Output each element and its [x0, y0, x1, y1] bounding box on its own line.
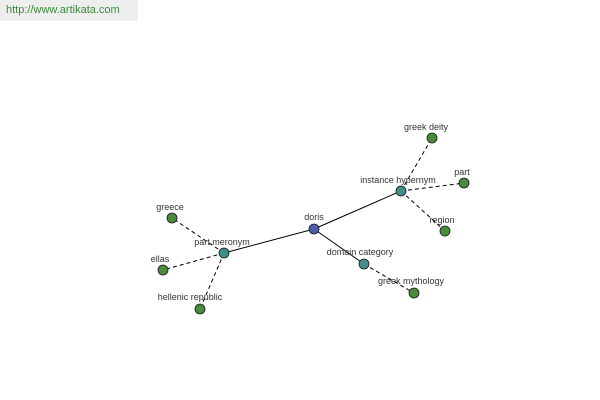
node-region[interactable]: region — [429, 215, 455, 237]
node-doris[interactable]: doris — [304, 212, 324, 235]
node-label: region — [429, 215, 454, 225]
node-marker[interactable] — [194, 303, 206, 315]
edge-doris-to-domain-category — [313, 228, 365, 265]
node-label: hellenic republic — [158, 292, 223, 302]
edge-doris-to-instance-hypernym — [313, 190, 402, 230]
site-url-link[interactable]: http://www.artikata.com — [0, 0, 138, 21]
node-marker[interactable] — [308, 223, 320, 235]
node-instance-hypernym[interactable]: instance hypernym — [360, 175, 436, 197]
node-label: part — [454, 167, 470, 177]
node-label: domain category — [327, 247, 394, 257]
node-greek-deity[interactable]: greek deity — [404, 122, 449, 144]
node-label: instance hypernym — [360, 175, 436, 185]
node-part-meronym[interactable]: part meronym — [194, 237, 250, 259]
node-label: ellas — [151, 254, 170, 264]
node-label: greek mythology — [378, 276, 445, 286]
node-greek-mythology[interactable]: greek mythology — [378, 276, 445, 299]
node-marker[interactable] — [439, 225, 451, 237]
node-marker[interactable] — [395, 185, 407, 197]
node-greece[interactable]: greece — [156, 202, 184, 224]
edge-instance-hypernym-to-region — [400, 190, 446, 232]
node-ellas[interactable]: ellas — [151, 254, 170, 276]
node-marker[interactable] — [458, 177, 470, 189]
node-label: doris — [304, 212, 324, 222]
node-label: part meronym — [194, 237, 250, 247]
node-marker[interactable] — [157, 264, 169, 276]
node-label: greek deity — [404, 122, 449, 132]
node-marker[interactable] — [166, 212, 178, 224]
edge-doris-to-part-meronym — [223, 228, 315, 254]
node-marker[interactable] — [218, 247, 230, 259]
edge-instance-hypernym-to-part — [400, 182, 465, 192]
node-marker[interactable] — [426, 132, 438, 144]
edge-part-meronym-to-greece — [171, 217, 225, 254]
node-marker[interactable] — [408, 287, 420, 299]
node-hellenic-republic[interactable]: hellenic republic — [158, 292, 223, 315]
node-marker[interactable] — [358, 258, 370, 270]
edge-instance-hypernym-to-greek-deity — [400, 137, 433, 192]
node-domain-category[interactable]: domain category — [327, 247, 394, 270]
nodes-layer: doris instance hypernym part meronym domain… — [151, 122, 470, 315]
edge-part-meronym-to-hellenic-republic — [199, 252, 225, 310]
node-label: greece — [156, 202, 184, 212]
edge-domain-category-to-greek-mythology — [363, 263, 415, 294]
node-part[interactable]: part — [454, 167, 470, 189]
edge-part-meronym-to-ellas — [162, 252, 225, 271]
edges-layer — [162, 137, 465, 310]
